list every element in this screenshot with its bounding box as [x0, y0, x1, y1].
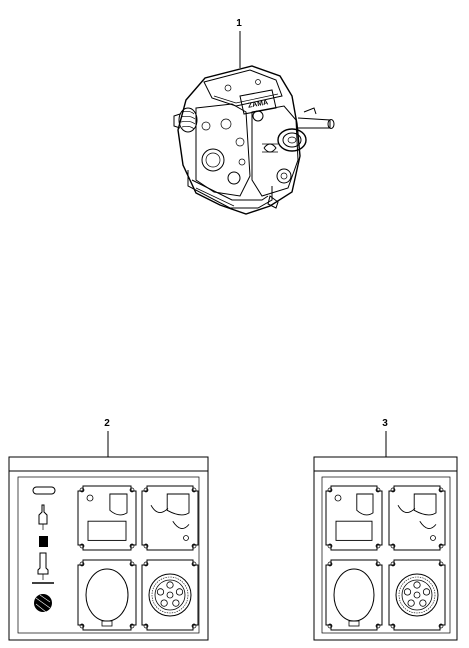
kit-2-package[interactable] — [8, 456, 209, 641]
carburetor-illustration[interactable]: ZAMA — [173, 65, 335, 215]
throttle-shaft — [297, 107, 335, 129]
callout-2-label: 2 — [104, 418, 110, 429]
choke-valve — [277, 128, 307, 152]
welch-plug-tool — [37, 552, 49, 580]
kit-2-metering-diaphragm — [141, 559, 199, 631]
idle-screw-spring — [173, 107, 198, 133]
inlet-needle — [38, 504, 48, 530]
kit-3-metering-gasket — [325, 559, 383, 631]
callout-3[interactable]: 3 — [382, 418, 388, 457]
throttle-spring — [262, 143, 278, 153]
carburetor-body-outline — [177, 65, 301, 215]
kit-3-gaskets — [325, 485, 446, 631]
callout-1-label: 1 — [236, 18, 242, 29]
kit-3-package[interactable] — [313, 456, 458, 641]
kit-2-metering-gasket — [77, 559, 137, 631]
kit-3-metering-diaphragm — [388, 559, 446, 631]
kit-3-card — [321, 476, 451, 634]
carburetor-face-plate — [195, 103, 251, 197]
callout-3-label: 3 — [382, 418, 388, 429]
metering-spring — [39, 536, 48, 547]
kit-2-filter-strip — [32, 486, 56, 495]
kit-2-pump-diaphragm — [141, 485, 199, 551]
carburetor-side-housing — [251, 105, 299, 197]
bore-hole — [201, 148, 225, 172]
kit-3-pump-diaphragm — [388, 485, 446, 551]
base-screw — [267, 195, 279, 209]
kit-2-pump-gasket — [77, 485, 137, 551]
kit-2-card — [17, 476, 200, 634]
brand-mark: ZAMA — [248, 99, 269, 109]
kit-2-gaskets — [77, 485, 199, 631]
kit-2-bag — [8, 456, 209, 641]
callout-1[interactable]: 1 — [236, 18, 242, 68]
carburetor-top-plate — [203, 69, 283, 107]
kit-3-pump-gasket — [325, 485, 383, 551]
kit-3-bag — [313, 456, 458, 641]
callout-2[interactable]: 2 — [104, 418, 110, 457]
carburetor-base — [187, 170, 273, 209]
